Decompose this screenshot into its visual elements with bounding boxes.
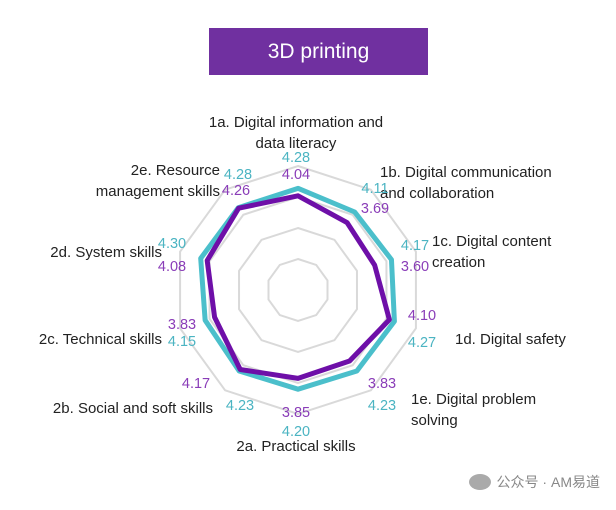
category-label-line: 1b. Digital communication [380,164,552,181]
data-point [213,316,216,319]
grid-ring [238,226,358,354]
data-label: 4.30 [157,236,187,252]
data-point [237,207,240,210]
data-point [239,368,242,371]
data-label: 3.85 [281,405,311,421]
data-label: 4.23 [225,398,255,414]
data-point [206,259,209,262]
watermark: 公众号 · AM易道 [468,472,600,492]
data-label: 4.27 [407,335,437,351]
data-point [393,320,396,323]
data-label: 4.04 [281,167,311,183]
category-label-line: 1a. Digital information and [208,114,384,131]
category-label: 2e. Resource management skills [96,160,220,202]
data-label: 4.26 [221,183,251,199]
data-label: 4.23 [367,398,397,414]
data-point [373,264,376,267]
data-point [297,388,299,391]
data-point [199,257,202,260]
category-label-line: 1c. Digital content [432,233,552,250]
data-label: 3.69 [360,201,390,217]
data-point [388,318,391,321]
category-label-line: and collaboration [380,185,495,202]
data-label: 4.17 [400,238,430,254]
data-point [346,221,349,224]
category-label: 1c. Digital content creation [432,231,551,273]
data-point [355,370,358,373]
category-label-line: management skills [95,183,220,200]
data-point [297,377,299,380]
category-label-line: 2c. Technical skills [38,331,162,348]
data-point [348,359,351,362]
data-point [204,319,207,322]
grid-ring [179,164,417,416]
category-label-line: 1e. Digital problem [411,391,537,408]
data-label: 3.83 [367,376,397,392]
data-point [297,194,299,197]
category-label-line: 2d. System skills [50,244,162,261]
data-point [353,211,356,214]
category-label-line: 2a. Practical skills [236,438,356,455]
category-label: 1e. Digital problem solving [411,389,536,431]
data-label: 4.20 [281,424,311,440]
watermark-text: 公众号 · AM易道 [496,474,600,490]
category-label-line: 2e. Resource [130,162,220,179]
grid-ring [208,195,388,385]
data-label: 4.17 [181,376,211,392]
data-label: 4.28 [223,167,253,183]
category-label: 1d. Digital safety [455,329,566,350]
data-label: 3.83 [167,317,197,333]
data-label: 4.10 [407,308,437,324]
grid-ring [267,257,329,323]
category-label: 1b. Digital communication and collaborati… [380,162,552,204]
category-label: 2a. Practical skills [236,436,355,457]
chart-title: 3D printing [209,28,428,75]
category-label: 1a. Digital information and data literacy [209,112,383,154]
data-label: 4.28 [281,150,311,166]
category-label-line: solving [411,412,458,429]
wechat-icon [468,474,491,490]
category-label-line: 2b. Social and soft skills [52,400,213,417]
data-point [390,258,393,261]
category-label: 2d. System skills [50,242,162,263]
data-label: 4.11 [361,181,389,197]
category-label-line: 1d. Digital safety [455,331,566,348]
data-label: 3.60 [400,259,430,275]
data-label: 4.08 [157,259,187,275]
data-point [297,187,299,190]
category-label-line: creation [432,254,486,271]
category-label: 2b. Social and soft skills [53,398,213,419]
category-label: 2c. Technical skills [39,329,162,350]
data-label: 4.15 [167,334,197,350]
category-label-line: data literacy [255,135,337,152]
